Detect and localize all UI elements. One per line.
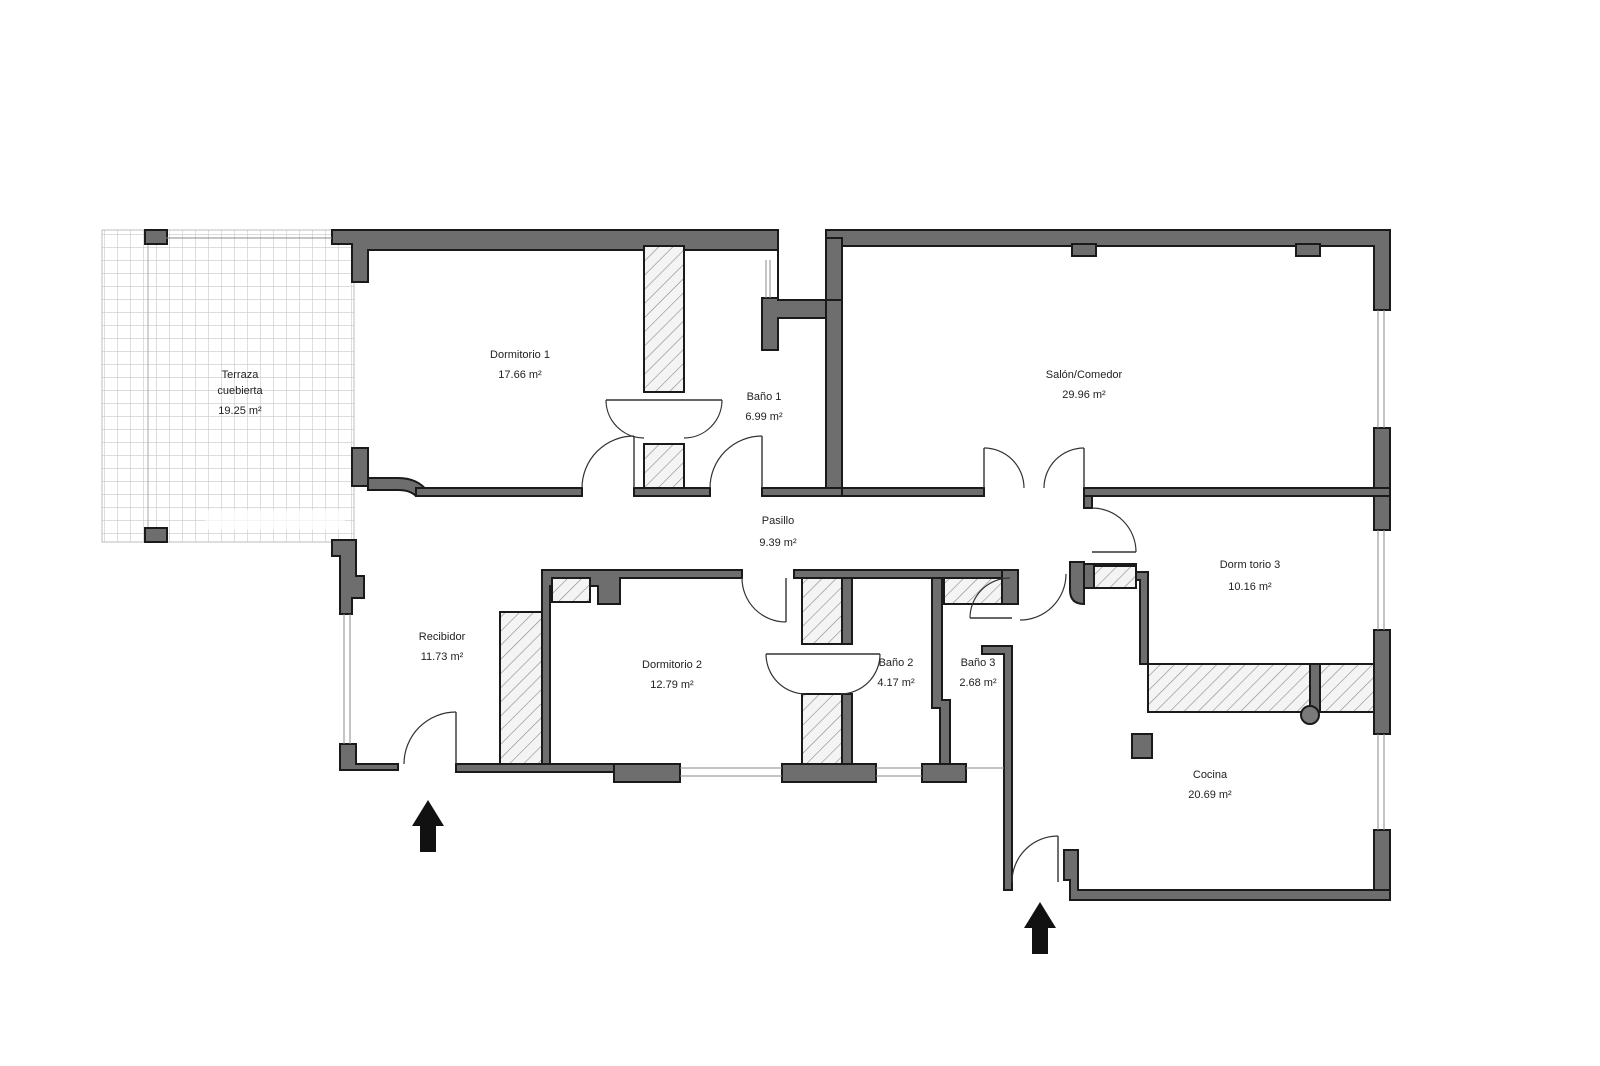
dormitorio3-area: 10.16 m² xyxy=(1228,581,1272,593)
dormitorio2-area: 12.79 m² xyxy=(650,679,694,691)
terrace-area xyxy=(101,229,355,543)
recibidor-name: Recibidor xyxy=(419,631,466,643)
terrace-pillar-top xyxy=(144,229,168,245)
salon-area: 29.96 m² xyxy=(1062,389,1106,401)
dormitorio2-name: Dormitorio 2 xyxy=(642,659,702,671)
salon-name: Salón/Comedor xyxy=(1046,369,1123,381)
terrace-pillar-bottom xyxy=(144,527,168,543)
bano1-area: 6.99 m² xyxy=(745,411,783,423)
dormitorio3-name: Dorm torio 3 xyxy=(1220,559,1281,571)
bano3-name: Baño 3 xyxy=(961,657,996,669)
room-labels: Terraza cuebierta 19.25 m² Dormitorio 1 … xyxy=(217,349,1280,801)
pasillo-area: 9.39 m² xyxy=(759,537,797,549)
bano2-area: 4.17 m² xyxy=(877,677,915,689)
main-entrance-arrow-icon xyxy=(412,800,444,852)
bano2-name: Baño 2 xyxy=(879,657,914,669)
bano3-area: 2.68 m² xyxy=(959,677,997,689)
cocina-name: Cocina xyxy=(1193,769,1228,781)
terraza-name-1: Terraza xyxy=(222,369,260,381)
bano1-name: Baño 1 xyxy=(747,391,782,403)
terraza-name-2: cuebierta xyxy=(217,385,263,397)
dormitorio1-name: Dormitorio 1 xyxy=(490,349,550,361)
dormitorio1-area: 17.66 m² xyxy=(498,369,542,381)
terraza-area: 19.25 m² xyxy=(218,405,262,417)
recibidor-area: 11.73 m² xyxy=(421,651,464,663)
pasillo-name: Pasillo xyxy=(762,515,794,527)
doors xyxy=(403,399,1137,883)
kitchen-entrance-arrow-icon xyxy=(1024,902,1056,954)
cocina-area: 20.69 m² xyxy=(1188,789,1232,801)
windows xyxy=(166,237,1385,830)
walls xyxy=(331,229,1391,901)
